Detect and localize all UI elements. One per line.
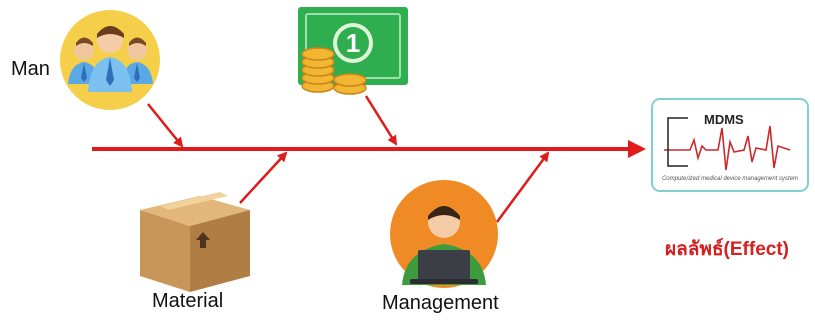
logo-subtitle: Computerized medical device management s… [662,176,798,182]
cardboard-box-icon [140,192,250,292]
material-branch-arrow [239,151,288,204]
logo-title: MDMS [704,112,744,127]
man-branch-arrow [147,103,184,148]
mdms-logo: MDMS Computerized medical device managem… [651,98,809,192]
banknote-numeral: 1 [346,28,360,58]
money-branch-arrow [364,95,398,146]
effect-label: ผลลัพธ์(Effect) [665,239,789,260]
group-of-people-icon [60,10,160,110]
material-label: Material [152,290,224,312]
person-at-laptop-icon [390,180,498,288]
man-label: Man [11,58,50,80]
money-icon: 1 [298,7,408,95]
management-branch-arrow [495,151,550,223]
management-label: Management [382,292,499,314]
